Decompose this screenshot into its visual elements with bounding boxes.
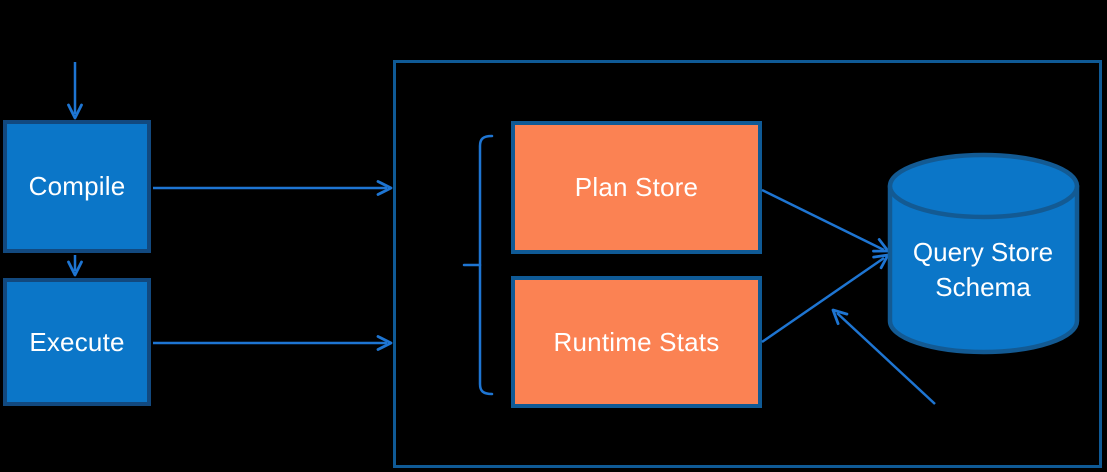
- edge-external-to-compile: [67, 62, 83, 120]
- node-runtime-stats-label: Runtime Stats: [553, 326, 720, 357]
- node-execute: Execute: [3, 278, 151, 406]
- node-execute-label: Execute: [29, 326, 125, 357]
- node-runtime-stats: Runtime Stats: [511, 276, 762, 408]
- edge-compile-to-execute: [67, 255, 83, 277]
- edge-compile-to-container: [153, 180, 393, 196]
- query-store-container-rect: [393, 60, 1102, 468]
- node-plan-store: Plan Store: [511, 121, 762, 254]
- node-compile: Compile: [3, 120, 151, 253]
- node-compile-label: Compile: [28, 171, 126, 201]
- node-plan-store-label: Plan Store: [574, 172, 699, 202]
- edge-execute-to-container: [153, 335, 393, 351]
